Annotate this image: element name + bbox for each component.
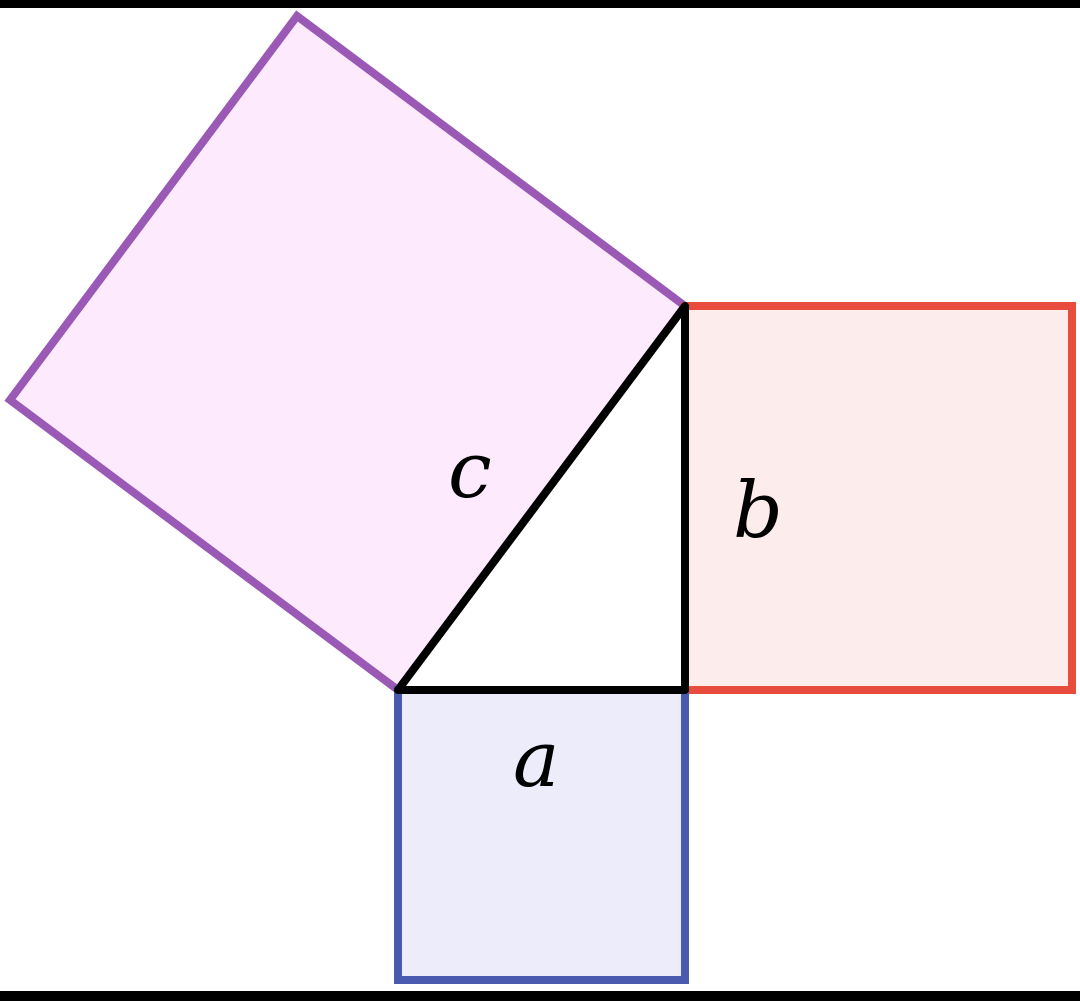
label-b: b	[733, 466, 783, 556]
label-c: c	[448, 426, 492, 516]
label-a: a	[513, 715, 560, 805]
right-triangle	[394, 302, 689, 694]
